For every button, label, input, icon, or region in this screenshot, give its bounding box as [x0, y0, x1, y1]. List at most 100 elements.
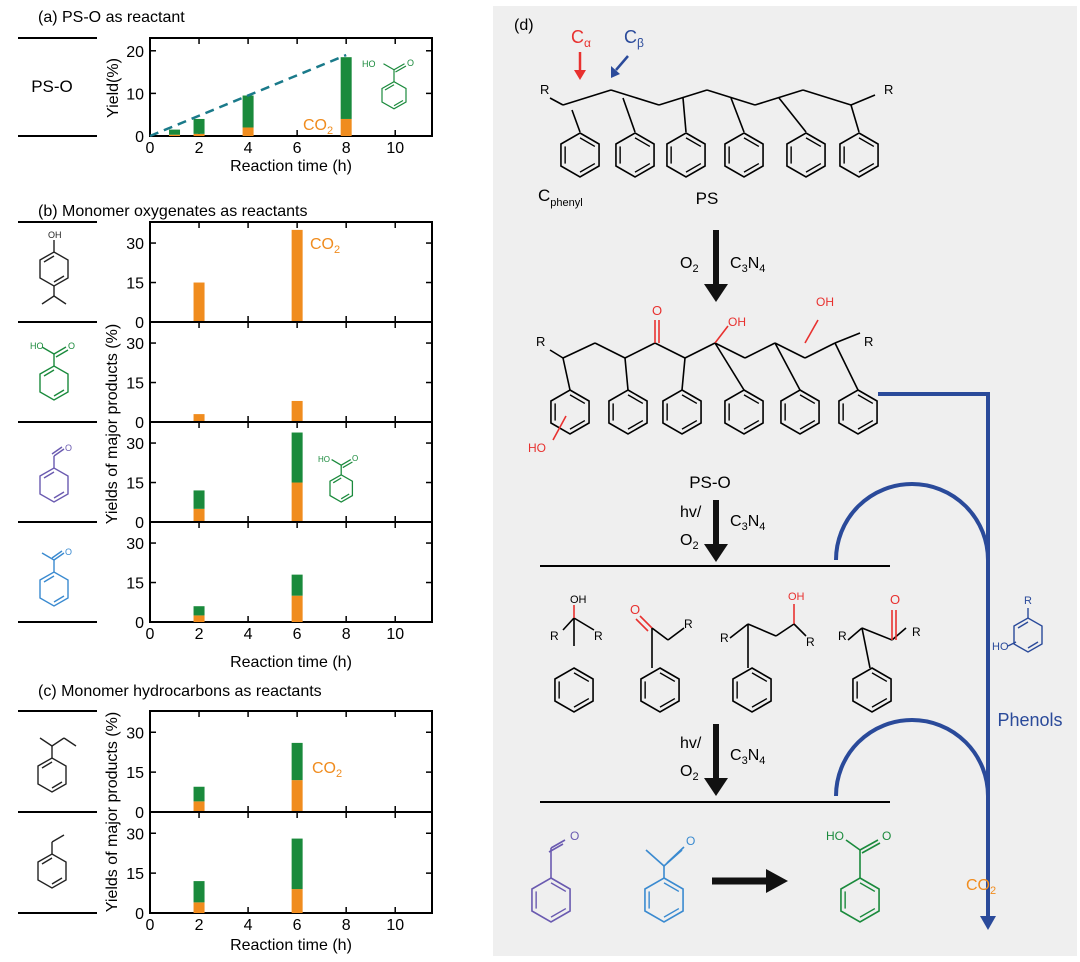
- bond: [573, 617, 595, 631]
- c-beta-text: C: [624, 27, 637, 47]
- plot-frame: [149, 37, 433, 137]
- atom-label: R: [550, 629, 559, 643]
- atom-label: HO: [528, 441, 546, 455]
- catalyst-c: C: [730, 513, 742, 530]
- bar-co2: [242, 127, 254, 136]
- bond: [624, 342, 656, 359]
- bond: [667, 627, 685, 641]
- bond: [562, 89, 612, 106]
- c-phenyl-label: Cphenyl: [538, 186, 583, 209]
- atom-label: OH: [816, 295, 834, 309]
- catalyst-c: C: [730, 255, 742, 272]
- bond: [834, 342, 859, 391]
- bond: [859, 839, 879, 851]
- atom-label: R: [684, 617, 693, 631]
- bond: [834, 332, 861, 344]
- oh-label: OH: [48, 230, 62, 240]
- x-tick-label: 2: [195, 626, 204, 643]
- o2-label: O2: [680, 763, 699, 783]
- bond: [658, 89, 708, 106]
- x-tick-label: 10: [386, 917, 404, 934]
- x-tick-label: 10: [386, 626, 404, 643]
- benzene-ring-icon: [640, 667, 680, 713]
- bond: [562, 357, 571, 391]
- bar-co2: [193, 615, 205, 622]
- bond: [744, 342, 776, 359]
- ethylbenzene-icon: [37, 834, 67, 889]
- catalyst-sub2: 4: [759, 755, 765, 767]
- ho-label: HO: [362, 59, 376, 69]
- benzene-ring-icon: [839, 132, 879, 178]
- phenols-label: Phenols: [997, 710, 1062, 730]
- bond: [651, 627, 669, 641]
- atom-label: R: [864, 334, 873, 349]
- plot-frame: [149, 710, 433, 813]
- x-tick-label: 8: [342, 626, 351, 643]
- panel-a-title: (a) PS-O as reactant: [38, 9, 185, 26]
- y-tick-label: 15: [126, 576, 144, 593]
- bond: [645, 849, 665, 867]
- c-phenyl-subscript: phenyl: [550, 197, 582, 209]
- bar-product: [193, 786, 205, 802]
- atom-label: O: [570, 829, 579, 843]
- o2-text: O: [680, 255, 692, 272]
- co2-subscript: 2: [334, 244, 340, 256]
- bond: [714, 342, 745, 391]
- bond: [635, 618, 649, 632]
- atom-label: OH: [570, 594, 587, 606]
- bar-product: [193, 606, 205, 616]
- bar-co2: [169, 134, 181, 136]
- c-alpha-arrow-icon: [574, 52, 586, 80]
- y-tick-label: 0: [135, 415, 144, 432]
- bond: [774, 342, 801, 391]
- step1-catalyst: C3N4: [730, 255, 765, 275]
- panel-b-title: (b) Monomer oxygenates as reactants: [38, 203, 307, 220]
- benzene-ring-icon: [615, 132, 655, 178]
- bond: [730, 97, 745, 133]
- x-tick-label: 2: [195, 917, 204, 934]
- benzene-ring-icon: [554, 667, 594, 713]
- bar-co2: [193, 133, 205, 136]
- reaction-arrowhead-icon: [704, 544, 728, 562]
- o2-label: O2: [680, 532, 699, 552]
- bond: [845, 839, 861, 851]
- bar-co2: [291, 780, 303, 812]
- y-tick-label: 30: [126, 826, 144, 843]
- co2-text: CO: [310, 236, 334, 253]
- ho-label: HO: [318, 455, 330, 464]
- co2-label: CO2: [303, 117, 333, 137]
- atom-label: R: [838, 629, 847, 643]
- x-tick-label: 6: [293, 917, 302, 934]
- bond: [891, 627, 907, 641]
- reaction-arrowhead-icon: [704, 778, 728, 796]
- y-tick-label: 0: [135, 315, 144, 332]
- x-tick-label: 10: [386, 140, 404, 157]
- bar-co2: [193, 508, 205, 522]
- benzoic-acid-icon: [381, 63, 407, 110]
- bond: [654, 342, 686, 359]
- bar-co2: [291, 595, 303, 622]
- bond: [682, 97, 687, 133]
- o2-text: O: [680, 532, 692, 549]
- atom-label: O: [882, 829, 891, 843]
- atom-label: HO: [826, 829, 844, 843]
- atom-label: R: [720, 631, 729, 645]
- y-tick-label: 15: [126, 276, 144, 293]
- o2-subscript: 2: [692, 771, 698, 783]
- bar-product: [291, 838, 303, 890]
- x-tick-label: 8: [342, 917, 351, 934]
- x-tick-label: 6: [293, 140, 302, 157]
- co2-subscript: 2: [990, 885, 996, 897]
- bar-product: [242, 95, 254, 128]
- bond: [706, 89, 756, 106]
- panel-c-title: (c) Monomer hydrocarbons as reactants: [38, 683, 322, 700]
- x-tick-label: 0: [146, 917, 155, 934]
